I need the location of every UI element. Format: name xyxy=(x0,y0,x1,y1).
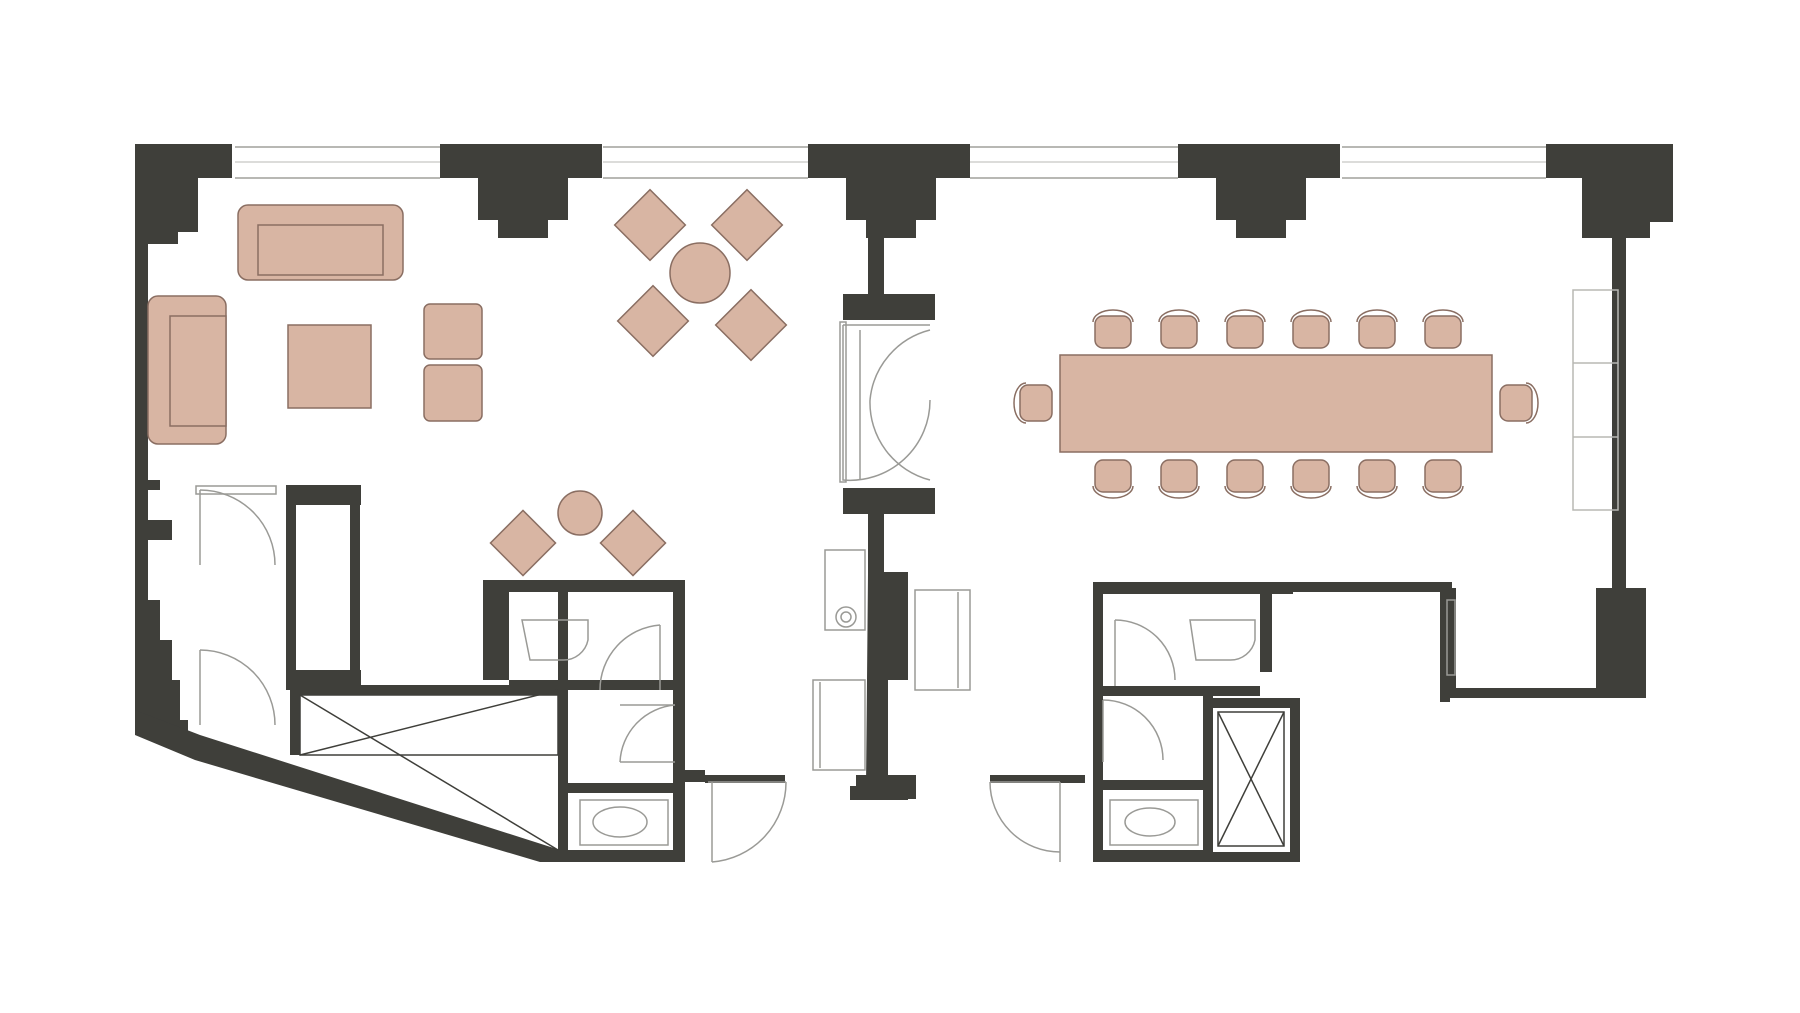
chair-icon xyxy=(1356,459,1398,499)
door-icon xyxy=(599,624,661,691)
sink-icon xyxy=(1109,799,1199,846)
armchair-icon xyxy=(710,188,784,262)
fixtures xyxy=(521,619,1256,846)
column-icon xyxy=(440,144,602,238)
round-table-icon xyxy=(669,242,731,304)
sink-icon xyxy=(579,799,669,846)
toilet-icon xyxy=(521,619,589,661)
chair-icon xyxy=(1013,382,1053,424)
column-icon xyxy=(808,144,970,238)
door-icon xyxy=(708,781,787,863)
door-icon xyxy=(619,704,676,763)
cabinets xyxy=(812,549,971,771)
armchair-icon xyxy=(616,284,690,358)
window-icon xyxy=(970,146,1178,179)
door-icon xyxy=(839,321,931,483)
armchair-icon xyxy=(613,188,687,262)
armchair-icon xyxy=(489,509,557,577)
windows xyxy=(235,146,1546,179)
window-icon xyxy=(603,146,808,179)
armchair-icon xyxy=(423,303,483,360)
walls xyxy=(135,144,1673,862)
armchair-icon xyxy=(423,364,483,422)
armchair-icon xyxy=(714,288,788,362)
armchair-icon xyxy=(599,509,667,577)
chair-icon xyxy=(1290,459,1332,499)
window-icon xyxy=(235,146,440,179)
door-icon xyxy=(1102,699,1164,762)
round-table-icon xyxy=(557,490,603,536)
storage-cabinet xyxy=(1572,289,1619,511)
conference-chairs xyxy=(1013,309,1539,499)
sofa-icon xyxy=(147,295,227,445)
coffee-table-icon xyxy=(287,324,372,409)
chair-icon xyxy=(1224,309,1266,349)
shafts xyxy=(299,689,1285,851)
chair-icon xyxy=(1422,459,1464,499)
chair-icon xyxy=(1092,459,1134,499)
sofa-icon xyxy=(237,204,404,281)
chair-icon xyxy=(1092,309,1134,349)
chair-icon xyxy=(1224,459,1266,499)
door-icon xyxy=(199,649,276,726)
chair-icon xyxy=(1158,309,1200,349)
toilet-icon xyxy=(1189,619,1256,661)
conference-table-icon xyxy=(1059,354,1493,453)
chair-icon xyxy=(1356,309,1398,349)
sink-icon xyxy=(835,606,857,628)
door-icon xyxy=(989,781,1061,862)
column-icon xyxy=(1546,144,1673,592)
window-icon xyxy=(1342,146,1546,179)
door-icon xyxy=(1446,599,1456,676)
elevator-icon xyxy=(1217,711,1285,847)
center-wall xyxy=(868,236,884,294)
chair-icon xyxy=(1422,309,1464,349)
chair-icon xyxy=(1158,459,1200,499)
door-icon xyxy=(869,329,931,481)
furniture xyxy=(147,188,1493,577)
chair-icon xyxy=(1499,382,1539,424)
doors xyxy=(195,321,1456,863)
column-icon xyxy=(135,144,232,480)
elevator-icon xyxy=(299,689,559,851)
door-icon xyxy=(195,485,277,566)
chair-icon xyxy=(1290,309,1332,349)
column-icon xyxy=(1178,144,1340,238)
door-icon xyxy=(1114,619,1176,686)
